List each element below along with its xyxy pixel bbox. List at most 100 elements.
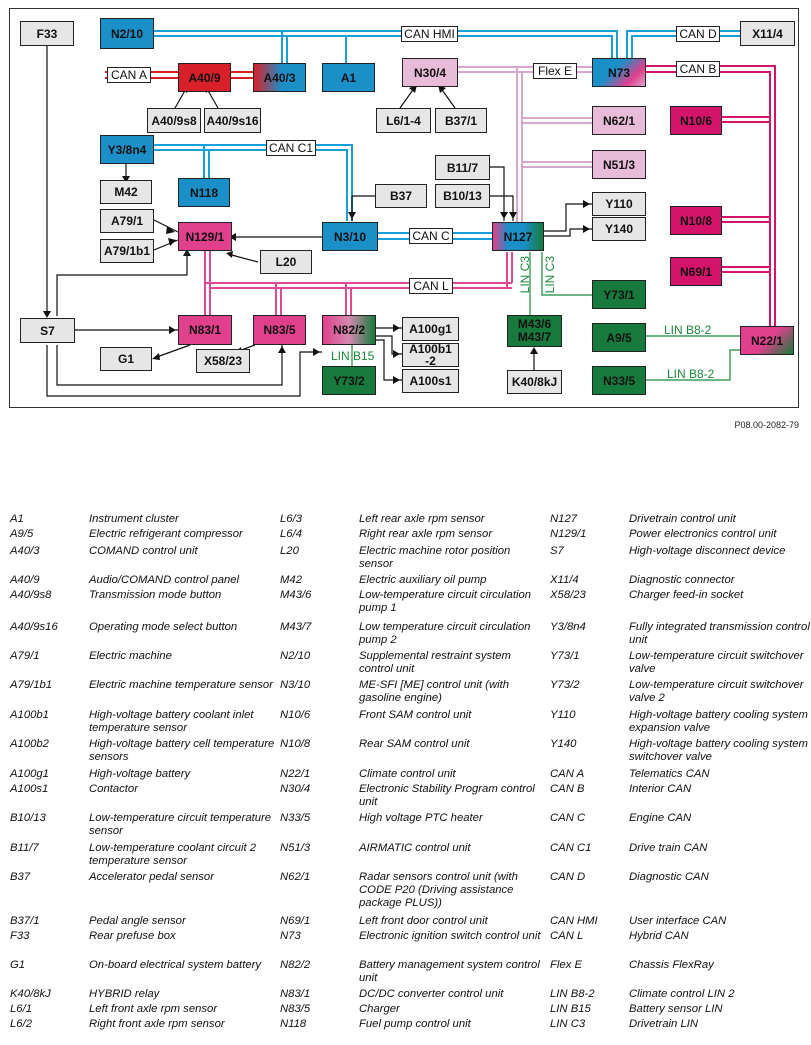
legend-description: High-voltage battery coolant inlet tempe… <box>89 709 254 734</box>
node-y73-1[interactable]: Y73/1 <box>592 280 646 309</box>
node-n22-1[interactable]: N22/1 <box>740 326 794 355</box>
node-a9-5[interactable]: A9/5 <box>592 323 646 352</box>
node-x11-4[interactable]: X11/4 <box>740 21 795 46</box>
node-b10-13[interactable]: B10/13 <box>435 184 490 208</box>
legend-description: Low-temperature circuit circulation pump… <box>359 589 532 614</box>
legend-description: Low-temperature circuit switchover valve <box>629 650 804 675</box>
node-n30-4[interactable]: N30/4 <box>402 58 458 87</box>
can-hmi-bus <box>154 30 618 63</box>
legend-code: Flex E <box>550 959 583 971</box>
legend-description: Electronic ignition switch control unit <box>359 930 541 942</box>
legend-code: K40/8kJ <box>10 988 51 1000</box>
node-n33-5[interactable]: N33/5 <box>592 366 646 395</box>
legend-code: A1 <box>10 513 24 525</box>
node-n10-6[interactable]: N10/6 <box>670 106 722 135</box>
legend-code: N118 <box>280 1018 307 1030</box>
node-n83-1[interactable]: N83/1 <box>178 315 232 345</box>
node-n129-1[interactable]: N129/1 <box>178 222 232 251</box>
legend-code: A40/9 <box>10 574 40 586</box>
node-b11-7[interactable]: B11/7 <box>435 155 490 180</box>
node-b37[interactable]: B37 <box>375 184 427 208</box>
node-n127[interactable]: N127 <box>492 222 544 251</box>
legend-description: High voltage PTC heater <box>359 812 483 824</box>
legend-code: N51/3 <box>280 842 311 854</box>
legend-description: Left front door control unit <box>359 915 488 927</box>
legend-code: Y73/2 <box>550 679 580 691</box>
legend-description: Electric refrigerant compressor <box>89 528 243 540</box>
node-y140[interactable]: Y140 <box>592 217 646 241</box>
can-l-bus <box>204 248 513 315</box>
node-n118[interactable]: N118 <box>178 178 230 207</box>
legend-code: N73 <box>280 930 301 942</box>
legend-code: N10/8 <box>280 738 311 750</box>
node-a40-9[interactable]: A40/9 <box>178 63 231 92</box>
legend-description: HYBRID relay <box>89 988 160 1000</box>
legend-description: Front SAM control unit <box>359 709 472 721</box>
legend-description: Low-temperature circuit temperature sens… <box>89 812 272 837</box>
legend-code: A100b2 <box>10 738 49 750</box>
node-y110[interactable]: Y110 <box>592 192 646 216</box>
legend-description: COMAND control unit <box>89 545 198 557</box>
node-n3-10[interactable]: N3/10 <box>322 222 378 251</box>
legend-description: High-voltage battery cooling system expa… <box>629 709 808 734</box>
node-a40-3[interactable]: A40/3 <box>253 63 306 92</box>
legend-code: A79/1 <box>10 650 40 662</box>
node-a100b1-2[interactable]: A100b1 -2 <box>402 343 459 367</box>
legend-code: Y73/1 <box>550 650 580 662</box>
node-s7[interactable]: S7 <box>20 318 75 343</box>
node-a100s1[interactable]: A100s1 <box>402 369 459 393</box>
node-b37-1[interactable]: B37/1 <box>435 108 487 133</box>
node-f33[interactable]: F33 <box>20 21 74 46</box>
legend-description: Charger <box>359 1003 400 1015</box>
node-x58-23[interactable]: X58/23 <box>196 349 250 373</box>
lin-label-c3-a: LIN C3 <box>518 256 532 294</box>
node-l20[interactable]: L20 <box>260 250 312 274</box>
node-a79-1[interactable]: A79/1 <box>100 209 154 233</box>
node-n73[interactable]: N73 <box>592 58 646 87</box>
legend-code: N127 <box>550 513 578 525</box>
node-n62-1[interactable]: N62/1 <box>592 106 646 135</box>
legend-description: Rear prefuse box <box>89 930 176 942</box>
node-n69-1[interactable]: N69/1 <box>670 257 722 286</box>
node-a40-9s16[interactable]: A40/9s16 <box>204 108 261 133</box>
node-m42[interactable]: M42 <box>100 180 152 204</box>
bus-label-flex-e: Flex E <box>533 63 577 79</box>
node-y3-8n4[interactable]: Y3/8n4 <box>100 135 154 164</box>
legend-code: M43/6 <box>280 589 312 601</box>
node-a40-9s8[interactable]: A40/9s8 <box>147 108 201 133</box>
node-y73-2[interactable]: Y73/2 <box>322 366 376 395</box>
legend-description: Low temperature circuit circulation pump… <box>359 621 531 646</box>
legend-code: L20 <box>280 545 299 557</box>
node-g1[interactable]: G1 <box>100 347 152 371</box>
lin-label-c3-b: LIN C3 <box>543 256 557 294</box>
node-n51-3[interactable]: N51/3 <box>592 150 646 179</box>
legend-description: Supplemental restraint system control un… <box>359 650 511 675</box>
legend-code: CAN L <box>550 930 584 942</box>
node-a79-1b1[interactable]: A79/1b1 <box>100 239 154 263</box>
legend-code: LIN B8-2 <box>550 988 595 1000</box>
legend-description: Radar sensors control unit (with CODE P2… <box>359 871 518 909</box>
legend-code: CAN C <box>550 812 586 824</box>
node-n83-5[interactable]: N83/5 <box>253 315 306 345</box>
legend-description: Pedal angle sensor <box>89 915 186 927</box>
legend-description: Chassis FlexRay <box>629 959 714 971</box>
node-n2-10[interactable]: N2/10 <box>100 18 154 49</box>
legend-description: Transmission mode button <box>89 589 222 601</box>
node-n10-8[interactable]: N10/8 <box>670 206 722 235</box>
node-m43-6-7[interactable]: M43/6 M43/7 <box>507 315 562 347</box>
lin-wires <box>351 252 740 381</box>
legend-code: LIN B15 <box>550 1003 591 1015</box>
legend-code: B10/13 <box>10 812 46 824</box>
legend-code: Y3/8n4 <box>550 621 586 633</box>
node-a100g1[interactable]: A100g1 <box>402 317 459 341</box>
legend-description: Drivetrain control unit <box>629 513 736 525</box>
legend-description: High-voltage battery cell temperature se… <box>89 738 275 763</box>
legend-description: Operating mode select button <box>89 621 238 633</box>
legend-description: On-board electrical system battery <box>89 959 262 971</box>
node-k40-8kj[interactable]: K40/8kJ <box>507 370 562 394</box>
legend-description: Instrument cluster <box>89 513 179 525</box>
node-n82-2[interactable]: N82/2 <box>322 315 376 345</box>
legend-description: Right rear axle rpm sensor <box>359 528 493 540</box>
node-a1[interactable]: A1 <box>322 63 375 92</box>
node-l6-1-4[interactable]: L6/1-4 <box>376 108 431 133</box>
